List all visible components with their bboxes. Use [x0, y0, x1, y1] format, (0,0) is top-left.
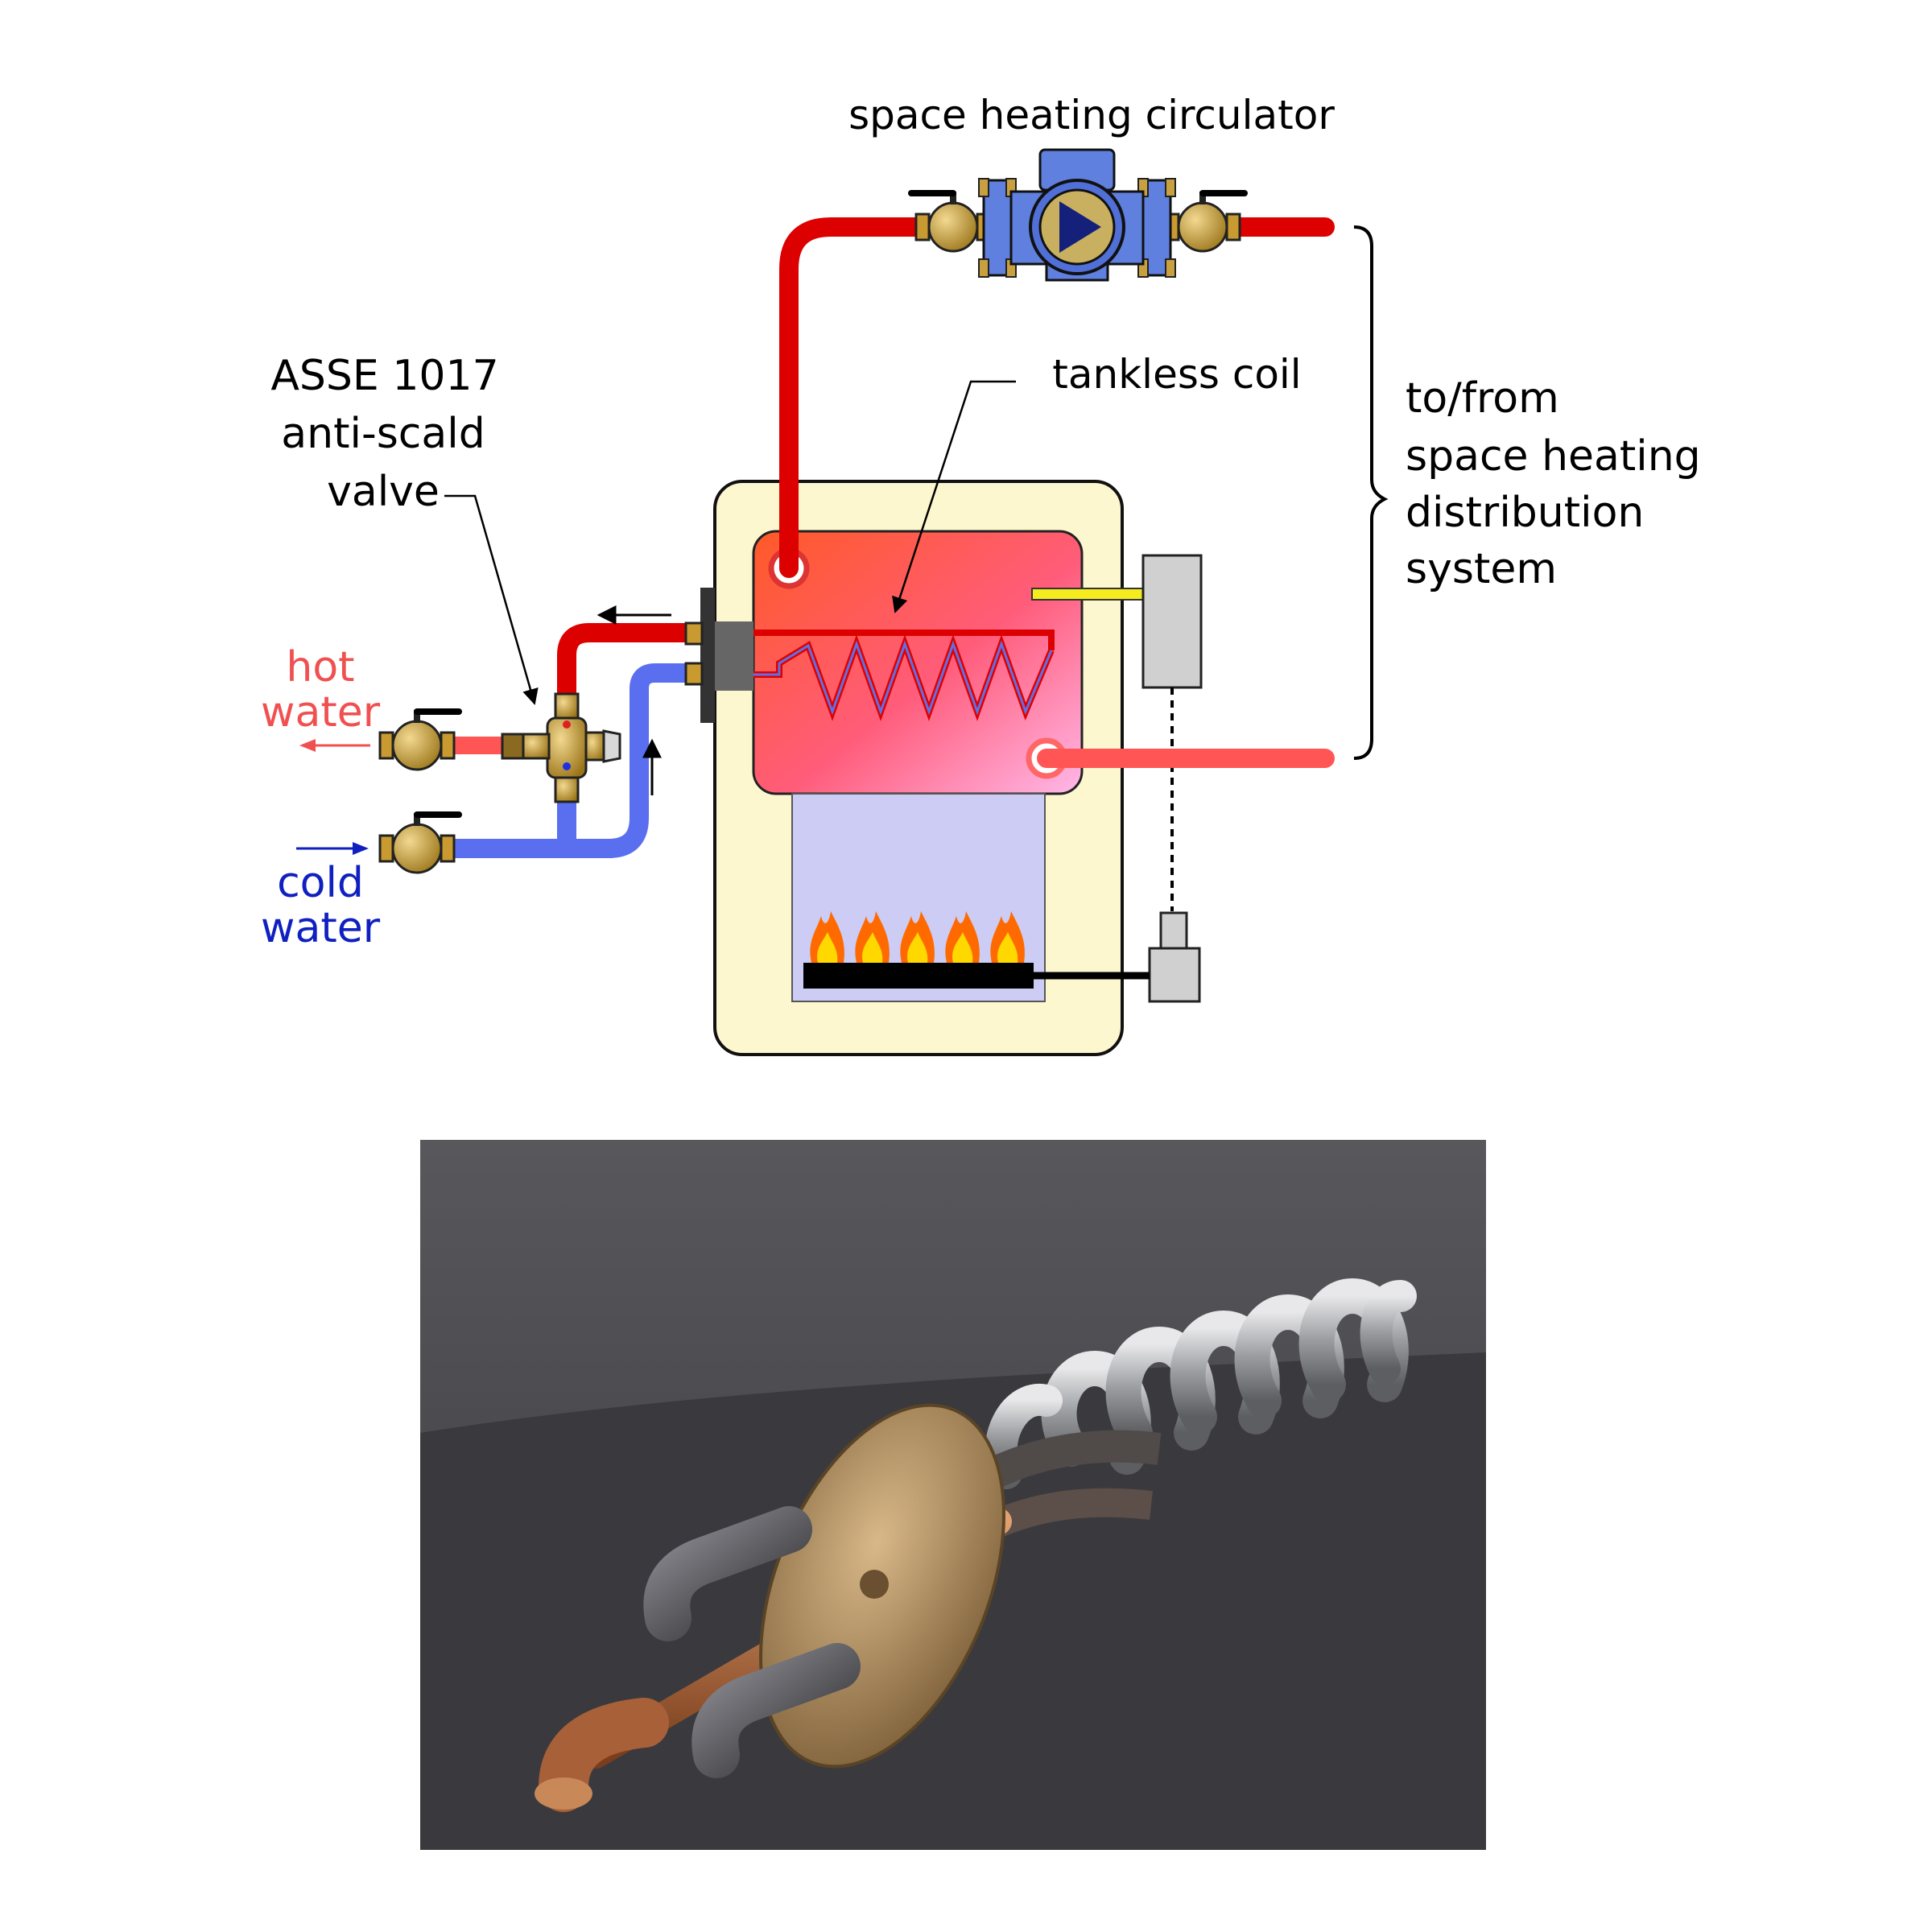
coil-label: tankless coil: [1052, 351, 1301, 398]
valve-label-line1: ASSE 1017: [270, 352, 498, 400]
ball-valve-icon[interactable]: [378, 708, 462, 771]
cold-water-label-line1: cold: [277, 859, 364, 907]
burner-flame-icon: [810, 911, 1025, 963]
hot-out-arrow-icon: [299, 739, 370, 752]
distribution-bracket: [1353, 225, 1389, 760]
coil-fitting: [684, 621, 704, 686]
distribution-label-line4: system: [1406, 545, 1557, 593]
hot-water-label-line1: hot: [286, 643, 354, 691]
burner-bar: [803, 963, 1034, 989]
hot-coil-pipe: [557, 623, 697, 705]
cold-supply-pipe: [448, 663, 697, 858]
ball-valve-icon[interactable]: [1164, 190, 1248, 253]
circulator-pump-icon[interactable]: [978, 148, 1176, 282]
coil-leader-line: [892, 380, 1016, 613]
coil-flange-plate: [700, 588, 715, 723]
circulator-label: space heating circulator: [848, 92, 1335, 138]
supply-pipe: [779, 217, 1335, 578]
boiler: [700, 480, 1203, 1056]
anti-scald-valve-icon[interactable]: [501, 692, 621, 803]
tankless-coil-photo: [420, 1140, 1486, 1850]
tankless-coil: [753, 630, 1055, 721]
valve-leader-line: [444, 494, 539, 705]
cold-water-label-line2: water: [261, 904, 381, 952]
distribution-label-line3: distribution: [1406, 489, 1644, 537]
coil-flange-block: [715, 621, 753, 691]
aquastat-probe: [1031, 588, 1144, 601]
hot-water-label-line2: water: [261, 688, 381, 737]
gas-valve-top: [1159, 911, 1188, 952]
gas-valve: [1148, 947, 1201, 1003]
distribution-label-line1: to/from: [1406, 374, 1559, 423]
ball-valve-icon[interactable]: [378, 811, 462, 874]
valve-label-line3: valve: [327, 468, 440, 516]
distribution-label-line2: space heating: [1406, 432, 1701, 481]
valve-label-line2: anti-scald: [281, 410, 485, 458]
ball-valve-icon[interactable]: [908, 190, 992, 253]
cold-in-arrow-icon: [296, 842, 369, 855]
aquastat-control: [1141, 554, 1203, 689]
